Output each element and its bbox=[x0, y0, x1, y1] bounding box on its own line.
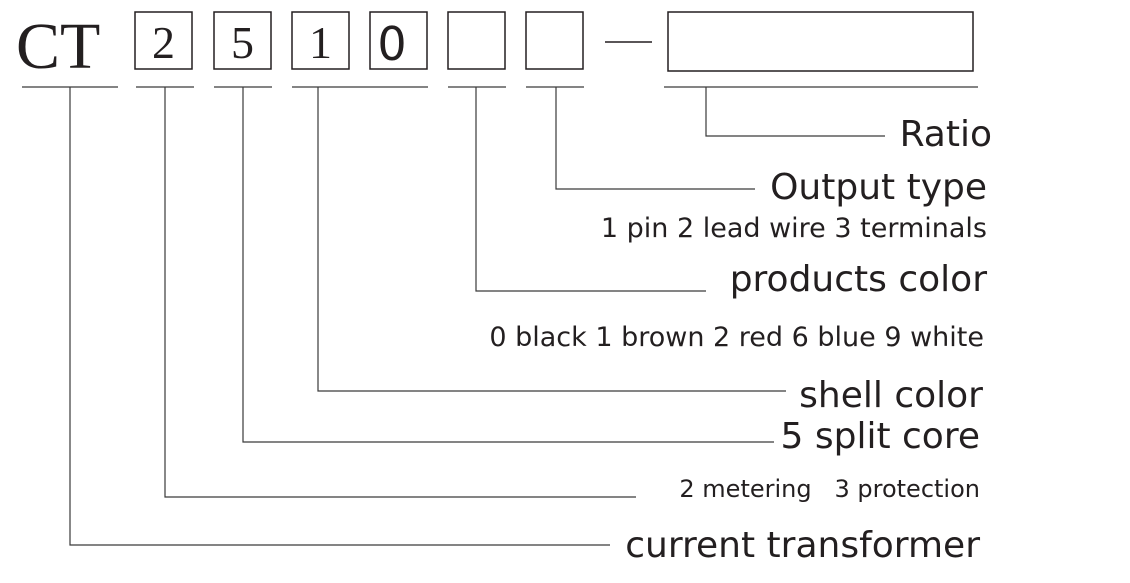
leader-output-type bbox=[555, 87, 755, 190]
code-digit-3: 1 bbox=[309, 17, 332, 68]
code-digit-2: 5 bbox=[231, 17, 254, 68]
label-products-color: products color bbox=[730, 259, 988, 300]
label-usage-options: 2 metering 3 protection bbox=[679, 475, 980, 503]
label-output-type: Output type bbox=[770, 167, 987, 208]
leader-ratio bbox=[705, 87, 885, 137]
leader-shell-color bbox=[317, 87, 786, 392]
code-box-1 bbox=[134, 11, 193, 70]
label-output-type-options: 1 pin 2 lead wire 3 terminals bbox=[601, 213, 987, 244]
leader-current-transformer bbox=[69, 87, 610, 546]
code-digit-1: 2 bbox=[152, 17, 175, 68]
label-split-core: 5 split core bbox=[781, 416, 981, 457]
leader-usage bbox=[164, 87, 636, 498]
label-current-transformer: current transformer bbox=[625, 525, 980, 566]
code-box-3 bbox=[291, 11, 350, 70]
leader-products-color bbox=[475, 87, 706, 292]
label-ratio: Ratio bbox=[900, 114, 992, 155]
code-box-5 bbox=[447, 11, 506, 70]
label-products-color-options: 0 black 1 brown 2 red 6 blue 9 white bbox=[489, 322, 984, 353]
code-box-6 bbox=[525, 11, 584, 70]
leader-split-core bbox=[242, 87, 774, 443]
model-prefix: CT bbox=[16, 10, 100, 83]
label-shell-color: shell color bbox=[799, 375, 983, 416]
code-box-2 bbox=[213, 11, 272, 70]
ratio-box bbox=[667, 11, 974, 72]
code-digit-4: 0 bbox=[377, 17, 406, 71]
leader-lines bbox=[69, 87, 885, 546]
code-box-4 bbox=[369, 11, 428, 70]
